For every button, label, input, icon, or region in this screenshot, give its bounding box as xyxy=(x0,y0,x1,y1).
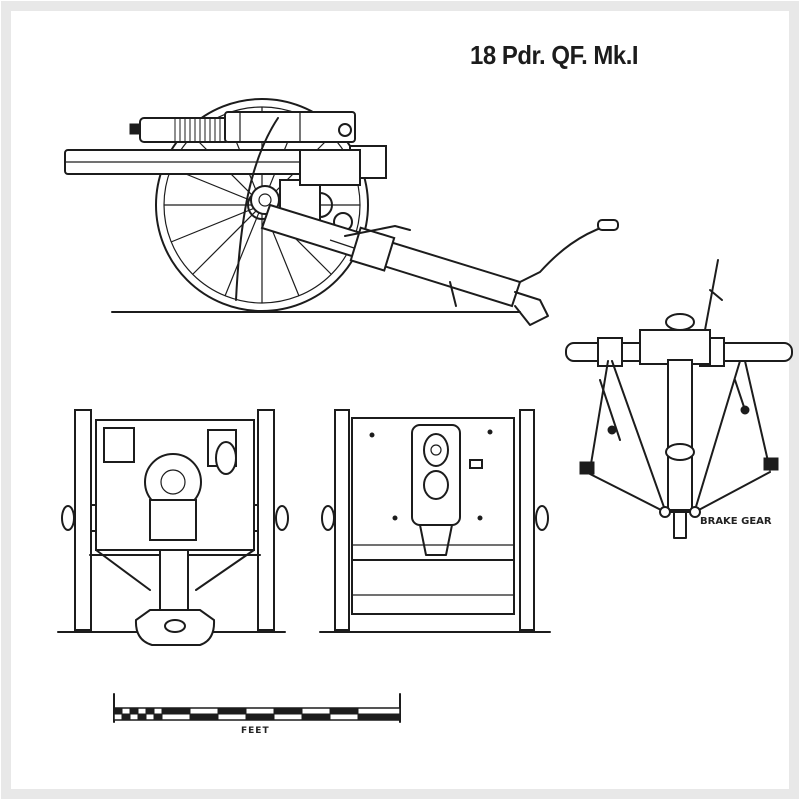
elevating-gear xyxy=(250,149,361,232)
brake-gear-view xyxy=(565,259,793,539)
drawing-title: 18 Pdr. QF. Mk.I xyxy=(470,40,639,70)
scale-unit-label: FEET xyxy=(241,726,270,736)
brake-gear-label: BRAKE GEAR xyxy=(700,516,772,527)
side-shield-strut xyxy=(235,117,279,301)
shield-view xyxy=(319,409,551,633)
trail xyxy=(260,203,619,326)
front-left-wheel xyxy=(74,409,92,631)
brake-trail xyxy=(667,359,693,511)
front-right-wheel xyxy=(257,409,275,631)
side-view xyxy=(64,98,619,326)
shield-right-wheel xyxy=(519,409,535,631)
front-view xyxy=(57,409,289,646)
scale-bar xyxy=(113,693,401,723)
shield-left-wheel xyxy=(334,409,350,631)
